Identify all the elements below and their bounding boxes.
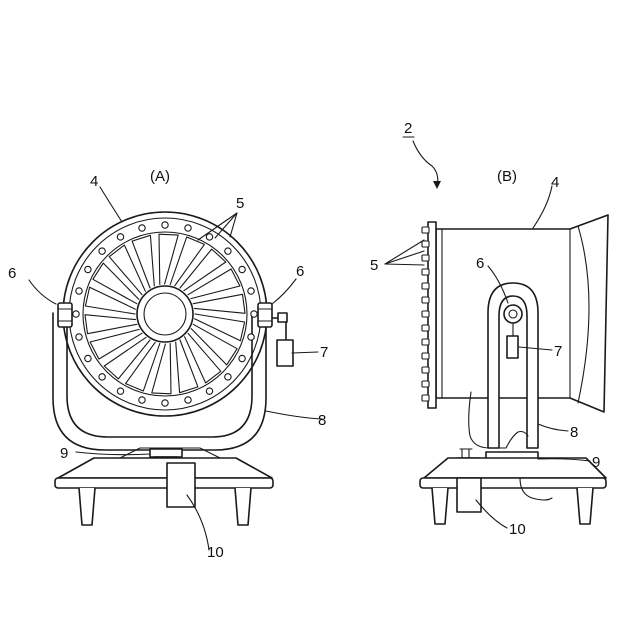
- nozzle: [99, 374, 105, 380]
- leg-left-b: [432, 488, 448, 524]
- motor-b: [507, 336, 518, 358]
- nozzle: [248, 288, 254, 294]
- nozzle: [85, 266, 91, 272]
- base-plate-a: [55, 478, 273, 488]
- fan-blade: [90, 329, 142, 359]
- fan-blade: [176, 340, 198, 393]
- pump-fittings-b: [460, 449, 472, 458]
- motor-bracket-a: [278, 313, 287, 322]
- nozzle: [239, 355, 245, 361]
- nozzle: [422, 255, 429, 261]
- nozzle: [422, 367, 429, 373]
- label-motor-b: 7: [554, 343, 562, 360]
- base-plate-b: [420, 478, 606, 488]
- fan-blade: [193, 294, 245, 313]
- leg-left-a: [79, 488, 95, 525]
- fan-blade: [85, 287, 135, 314]
- label-pivot-right-a: 6: [296, 263, 304, 280]
- fan-hub-a: [137, 286, 193, 342]
- nozzle: [117, 388, 123, 394]
- nozzle: [76, 334, 82, 340]
- label-tank-b: 10: [509, 521, 526, 538]
- nozzle: [422, 227, 429, 233]
- nozzle: [99, 248, 105, 254]
- fan-blade: [180, 249, 226, 291]
- nozzle: [225, 248, 231, 254]
- assembly-ref-leader: [413, 141, 438, 187]
- turntable-a: [150, 449, 182, 457]
- label-pivot-b: 6: [476, 255, 484, 272]
- nozzle: [206, 388, 212, 394]
- nozzle: [422, 283, 429, 289]
- fan-blade: [195, 314, 245, 341]
- nozzle: [422, 339, 429, 345]
- nozzle: [239, 266, 245, 272]
- assembly-ref-arrowhead: [433, 181, 441, 189]
- fan-blade: [104, 337, 150, 379]
- fan-blade: [85, 315, 137, 334]
- label-frame-a: 8: [318, 412, 326, 429]
- nozzle: [162, 400, 168, 406]
- base-top-b: [424, 458, 606, 478]
- label-frame-b: 8: [570, 424, 578, 441]
- nozzle: [422, 311, 429, 317]
- fan-blade: [188, 269, 240, 299]
- nozzle: [422, 395, 429, 401]
- label-turntable-b: 9: [592, 454, 600, 471]
- label-motor-a: 7: [320, 344, 328, 361]
- nozzle: [85, 355, 91, 361]
- base-top-a: [58, 458, 272, 478]
- nozzle: [185, 225, 191, 231]
- nozzle: [422, 297, 429, 303]
- leg-right-a: [235, 488, 251, 525]
- label-turntable-a: 9: [60, 445, 68, 462]
- nozzle: [251, 311, 257, 317]
- fan-blade: [152, 344, 171, 394]
- leg-right-b: [577, 488, 593, 524]
- label-nozzles-a: 5: [236, 195, 244, 212]
- fan-blade: [159, 234, 178, 284]
- pivot-right-a: [258, 303, 272, 327]
- caption-side-view: (B): [497, 168, 517, 185]
- nozzle: [162, 222, 168, 228]
- front-view: (A): [8, 168, 328, 561]
- label-nozzles-b: 5: [370, 257, 378, 274]
- nozzle: [117, 234, 123, 240]
- nozzle: [248, 334, 254, 340]
- nozzle: [206, 234, 212, 240]
- nozzle: [422, 381, 429, 387]
- nozzle: [422, 241, 429, 247]
- nozzle: [76, 288, 82, 294]
- caption-front-view: (A): [150, 168, 170, 185]
- label-casing-a: 4: [90, 173, 98, 190]
- nozzle: [422, 353, 429, 359]
- motor-a: [277, 340, 293, 366]
- label-tank-a: 10: [207, 544, 224, 561]
- assembly-ref-number: 2: [404, 120, 412, 137]
- nozzle: [139, 397, 145, 403]
- label-pivot-left-a: 6: [8, 265, 16, 282]
- nozzle: [73, 311, 79, 317]
- nozzle: [185, 397, 191, 403]
- nozzle: [422, 325, 429, 331]
- pivot-left-a: [58, 303, 72, 327]
- nozzle: [225, 374, 231, 380]
- nozzle: [139, 225, 145, 231]
- pivot-b: [504, 305, 522, 323]
- fan-blade: [132, 235, 154, 288]
- tank-b: [457, 478, 481, 512]
- label-casing-b: 4: [551, 174, 559, 191]
- side-view: (B) 2: [370, 120, 608, 538]
- nozzle: [422, 269, 429, 275]
